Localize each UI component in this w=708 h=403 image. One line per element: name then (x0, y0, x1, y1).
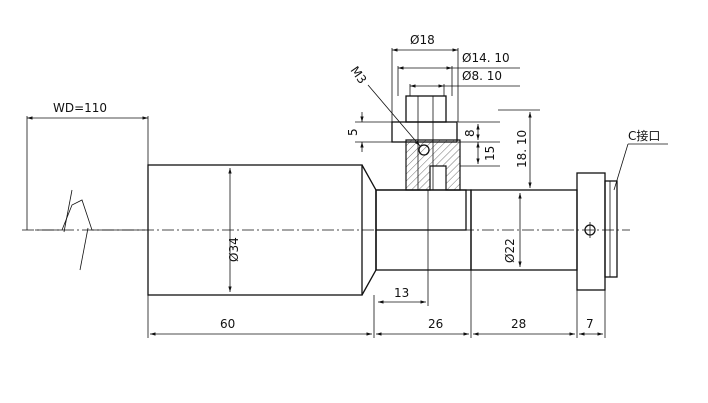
length-60: 60 (220, 317, 235, 331)
m3-leader (367, 84, 421, 147)
top-inner-diameter: Ø8. 10 (462, 69, 502, 83)
c-mount (576, 172, 618, 291)
wd-label: WD=110 (53, 101, 107, 115)
working-distance-break (26, 116, 149, 271)
top-adjuster (391, 95, 461, 191)
front-barrel (147, 164, 363, 296)
vertical-dims (355, 109, 540, 191)
length-28: 28 (511, 317, 526, 331)
m3-label: M3 (348, 64, 370, 87)
top-mid-diameter: Ø14. 10 (462, 51, 510, 65)
dim-18-10: 18. 10 (515, 130, 529, 168)
mount-block (375, 189, 467, 231)
dim-15: 15 (483, 146, 497, 161)
mount-leader (613, 143, 629, 191)
front-diameter-label: Ø34 (227, 237, 241, 262)
dim-8: 8 (463, 129, 477, 137)
top-diameter-dims (391, 48, 520, 122)
length-dims (147, 270, 606, 338)
offset-13: 13 (394, 286, 409, 300)
dim-5: 5 (346, 128, 360, 136)
top-outer-diameter: Ø18 (410, 33, 435, 47)
length-26: 26 (428, 317, 443, 331)
rear-diameter-label: Ø22 (503, 238, 517, 263)
mount-label: C接口 (628, 128, 660, 143)
length-7: 7 (586, 317, 594, 331)
